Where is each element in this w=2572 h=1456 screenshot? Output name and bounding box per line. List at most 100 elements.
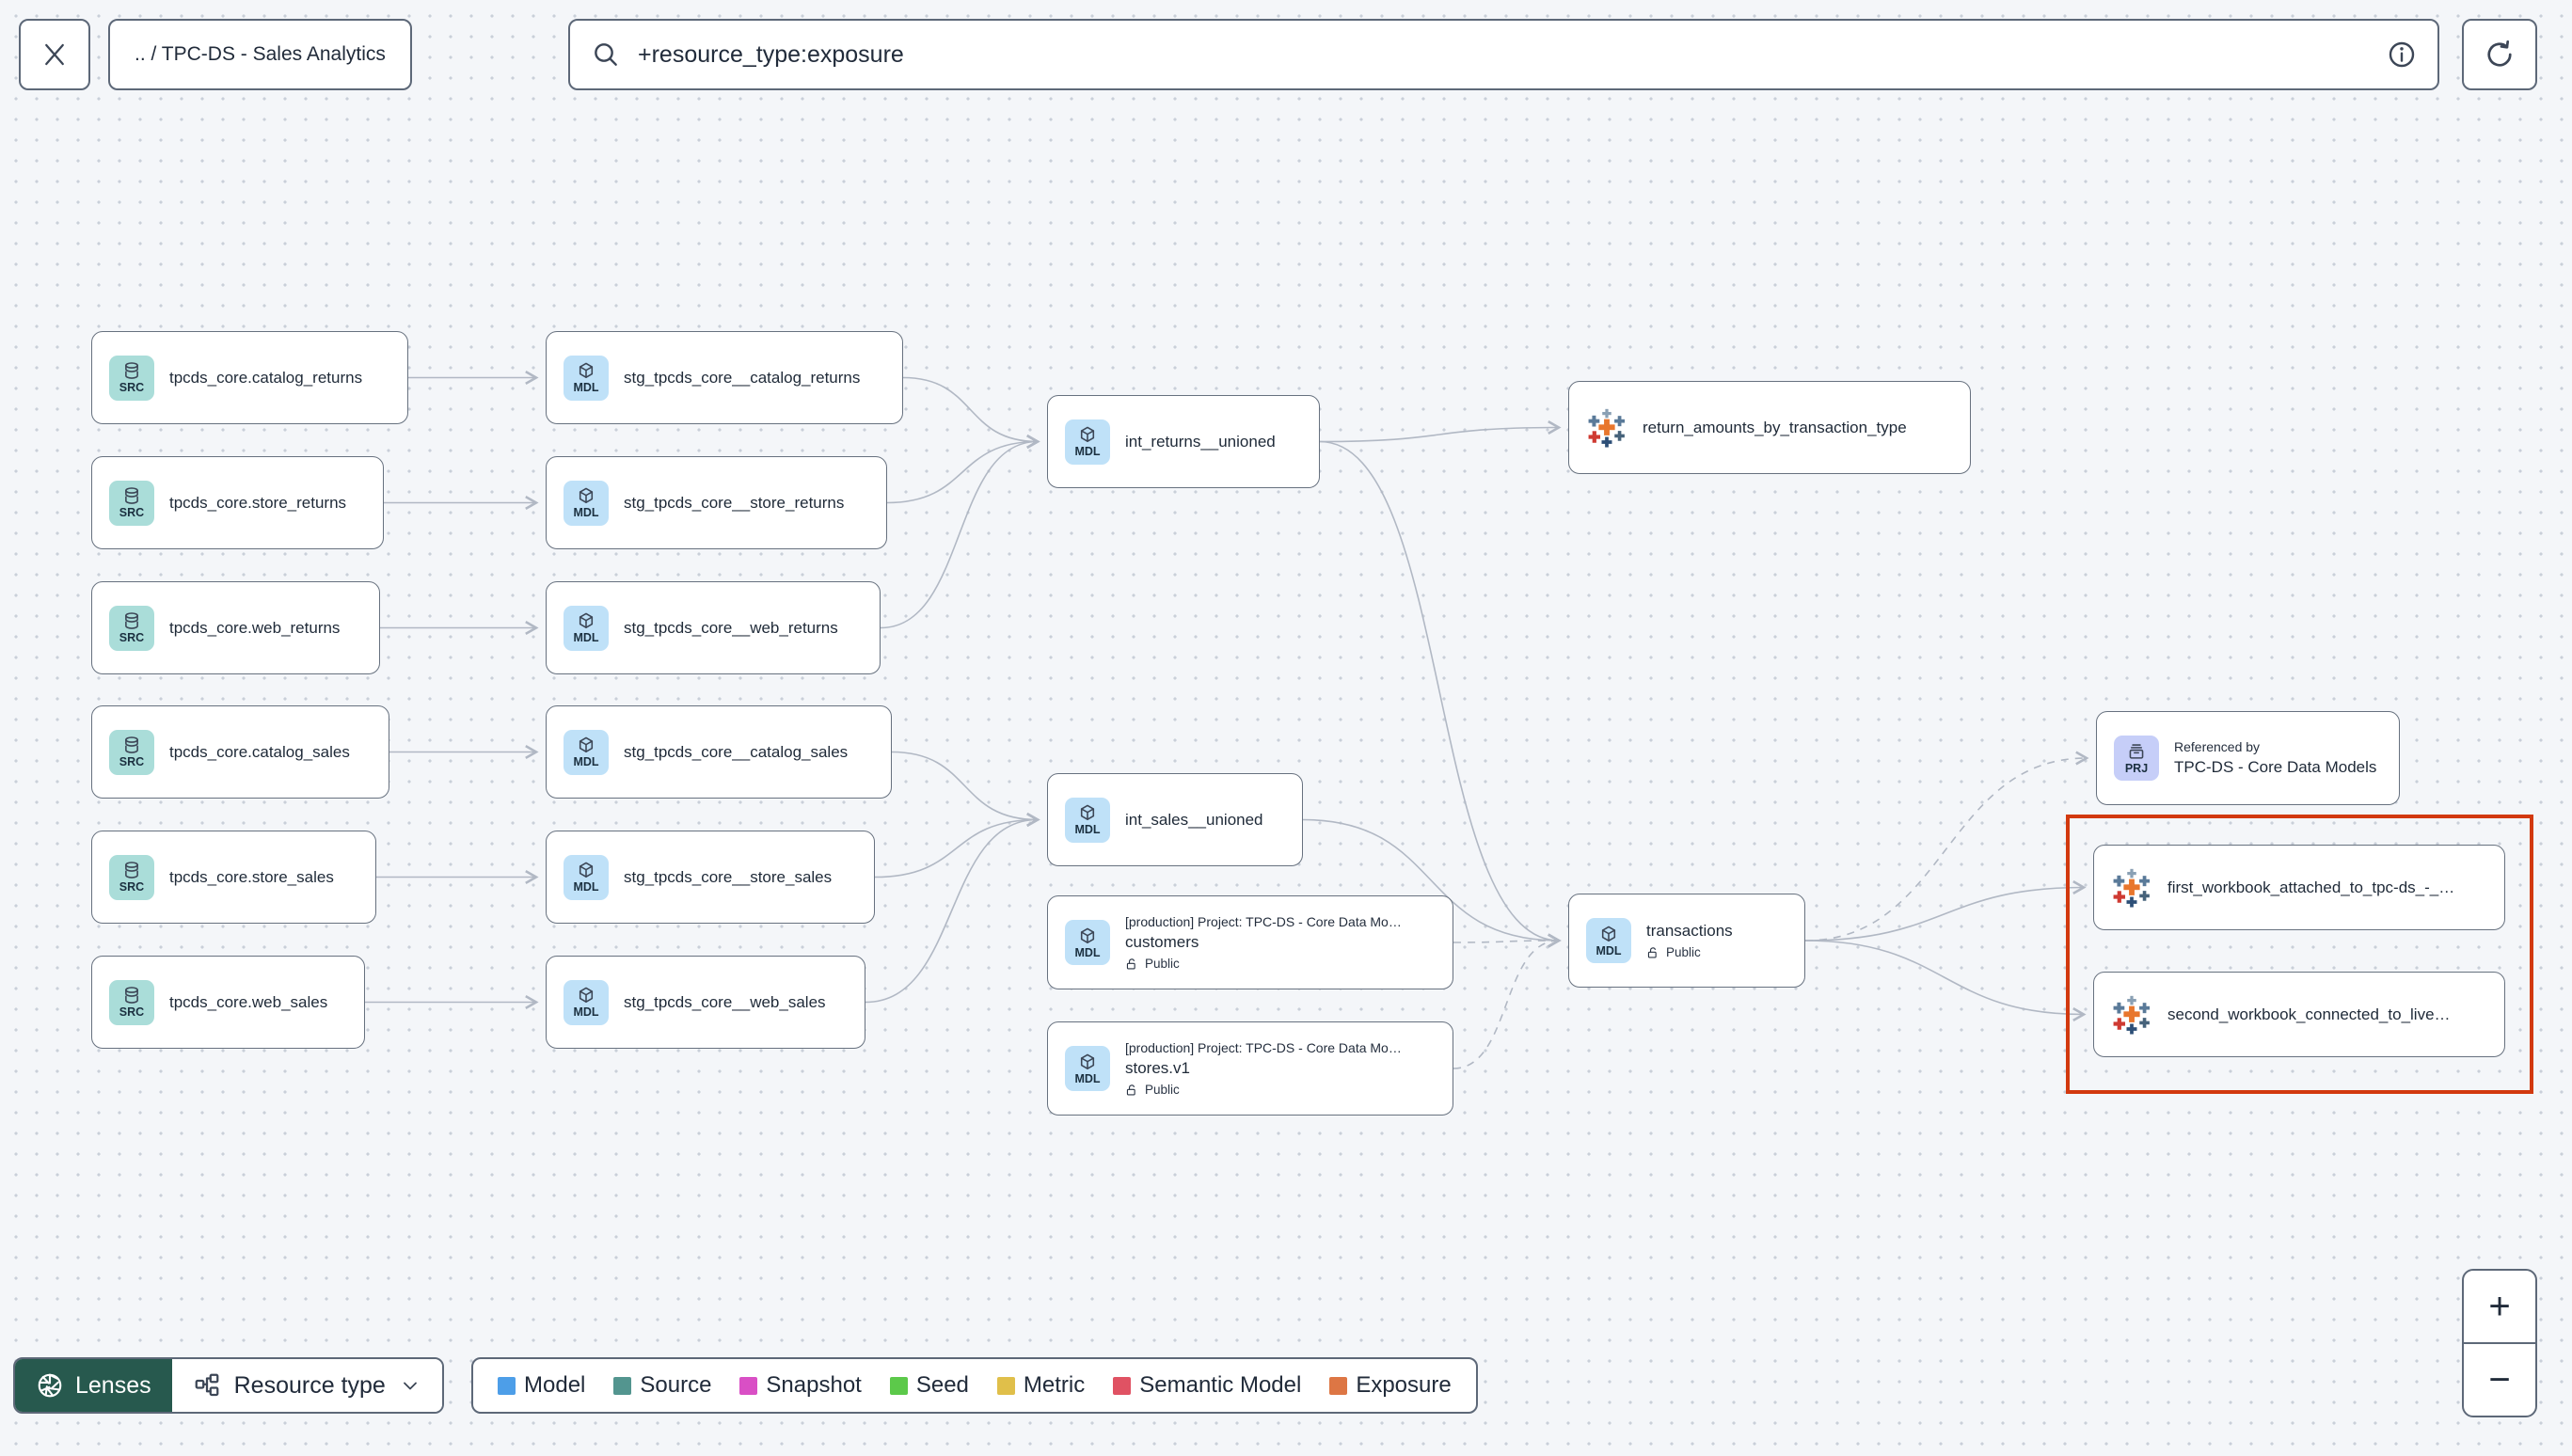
node-label: TPC-DS - Core Data Models: [2174, 758, 2377, 776]
model-badge: MDL: [564, 729, 609, 775]
node-src-web-returns[interactable]: SRC tpcds_core.web_returns: [91, 581, 380, 674]
lenses-button[interactable]: Lenses: [15, 1359, 172, 1412]
node-label: stg_tpcds_core__catalog_sales: [624, 742, 849, 761]
legend-label: Metric: [1023, 1372, 1086, 1398]
model-badge: MDL: [1065, 920, 1110, 965]
info-icon[interactable]: [2387, 40, 2417, 70]
node-label: tpcds_core.catalog_returns: [169, 368, 363, 387]
model-badge: MDL: [1065, 419, 1110, 465]
zoom-out-button[interactable]: −: [2464, 1342, 2535, 1416]
node-stg-store-returns[interactable]: MDL stg_tpcds_core__store_returns: [546, 456, 887, 549]
legend-color-swatch: [739, 1376, 758, 1395]
cube-icon: [1080, 1053, 1095, 1069]
legend-item-snapshot: Snapshot: [739, 1372, 862, 1399]
model-badge: MDL: [1065, 1046, 1110, 1091]
node-text: stg_tpcds_core__catalog_sales: [624, 743, 848, 762]
badge-text: SRC: [119, 755, 145, 769]
breadcrumb[interactable]: .. / TPC-DS - Sales Analytics: [108, 19, 412, 90]
legend-label: Model: [524, 1372, 586, 1398]
node-label: tpcds_core.store_returns: [169, 493, 347, 512]
close-button[interactable]: [19, 19, 90, 90]
node-label: customers: [1125, 933, 1199, 951]
cube-icon: [1080, 426, 1095, 443]
edge-customers-to-transactions: [1453, 933, 1562, 948]
legend-color-swatch: [996, 1376, 1015, 1395]
node-label: transactions: [1646, 922, 1733, 940]
zoom-in-button[interactable]: +: [2488, 1285, 2511, 1327]
legend-label: Snapshot: [766, 1372, 862, 1398]
project-badge: PRJ: [2114, 736, 2159, 781]
node-int-returns-unioned[interactable]: MDL int_returns__unioned: [1047, 395, 1320, 488]
model-badge: MDL: [564, 605, 609, 651]
tableau-icon: [2113, 868, 2151, 908]
chevron-down-icon: [403, 1382, 417, 1390]
cube-icon: [579, 612, 594, 629]
node-label: stg_tpcds_core__catalog_returns: [624, 368, 861, 387]
badge-text: MDL: [1074, 945, 1101, 959]
legend-item-exposure: Exposure: [1329, 1372, 1452, 1399]
node-first-workbook[interactable]: first_workbook_attached_to_tpc-ds_-_…: [2093, 845, 2505, 930]
lock-open-icon: [1647, 946, 1657, 957]
node-return-amounts-by-transaction-type[interactable]: return_amounts_by_transaction_type: [1568, 381, 1971, 474]
node-stg-catalog-sales[interactable]: MDL stg_tpcds_core__catalog_sales: [546, 705, 892, 799]
node-access: Public: [1125, 957, 1402, 971]
node-customers[interactable]: MDL [production] Project: TPC-DS - Core D…: [1047, 895, 1453, 989]
node-access: Public: [1646, 945, 1733, 959]
legend-item-source: Source: [613, 1372, 711, 1399]
cube-icon: [579, 987, 594, 1004]
node-text: tpcds_core.web_returns: [169, 619, 340, 638]
legend-label: Source: [640, 1372, 712, 1398]
edge-stg-store-sales-to-int-sales-unioned: [874, 812, 1040, 878]
search-input[interactable]: [636, 40, 2372, 70]
node-label: stg_tpcds_core__store_returns: [624, 493, 845, 512]
cube-icon: [579, 362, 594, 379]
model-badge: MDL: [564, 355, 609, 401]
node-second-workbook[interactable]: second_workbook_connected_to_live…: [2093, 972, 2505, 1057]
node-access: Public: [1125, 1083, 1402, 1097]
node-text: [production] Project: TPC-DS - Core Data…: [1125, 914, 1402, 971]
node-label: stg_tpcds_core__web_sales: [624, 992, 826, 1011]
node-stores-v1[interactable]: MDL[production] Project: TPC-DS - Core D…: [1047, 1021, 1453, 1116]
legend: Model Source Snapshot Seed Metric Semantic Mo…: [471, 1357, 1478, 1414]
database-icon: [125, 362, 138, 380]
legend-color-swatch: [613, 1376, 632, 1395]
database-icon: [125, 487, 138, 505]
node-text: int_returns__unioned: [1125, 433, 1276, 451]
legend-item-semantic-model: Semantic Model: [1113, 1372, 1301, 1399]
node-stg-catalog-returns[interactable]: MDL stg_tpcds_core__catalog_returns: [546, 331, 903, 424]
database-icon: [125, 862, 138, 879]
edge-stores-v1-to-transactions: [1453, 933, 1562, 1069]
node-label: int_returns__unioned: [1125, 432, 1276, 451]
source-badge: SRC: [109, 605, 154, 651]
tableau-icon: [1588, 408, 1626, 448]
cube-icon: [579, 487, 594, 504]
edge-transactions-to-first-workbook: [1804, 879, 2087, 942]
node-label: tpcds_core.web_sales: [169, 992, 328, 1011]
badge-text: MDL: [573, 631, 599, 645]
refresh-button[interactable]: [2462, 19, 2537, 90]
node-label: first_workbook_attached_to_tpc-ds_-_…: [2167, 878, 2455, 896]
badge-text: MDL: [573, 506, 599, 520]
edge-stg-store-returns-to-int-returns-unioned: [886, 434, 1040, 504]
edge-stg-web-returns-to-int-returns-unioned: [880, 435, 1040, 629]
legend-item-seed: Seed: [889, 1372, 969, 1399]
node-text: tpcds_core.store_sales: [169, 868, 334, 887]
edge-int-sales-unioned-to-transactions: [1302, 818, 1562, 948]
resource-type-dropdown[interactable]: Resource type: [171, 1359, 442, 1412]
database-icon: [125, 736, 138, 754]
search-bar[interactable]: [568, 19, 2439, 90]
